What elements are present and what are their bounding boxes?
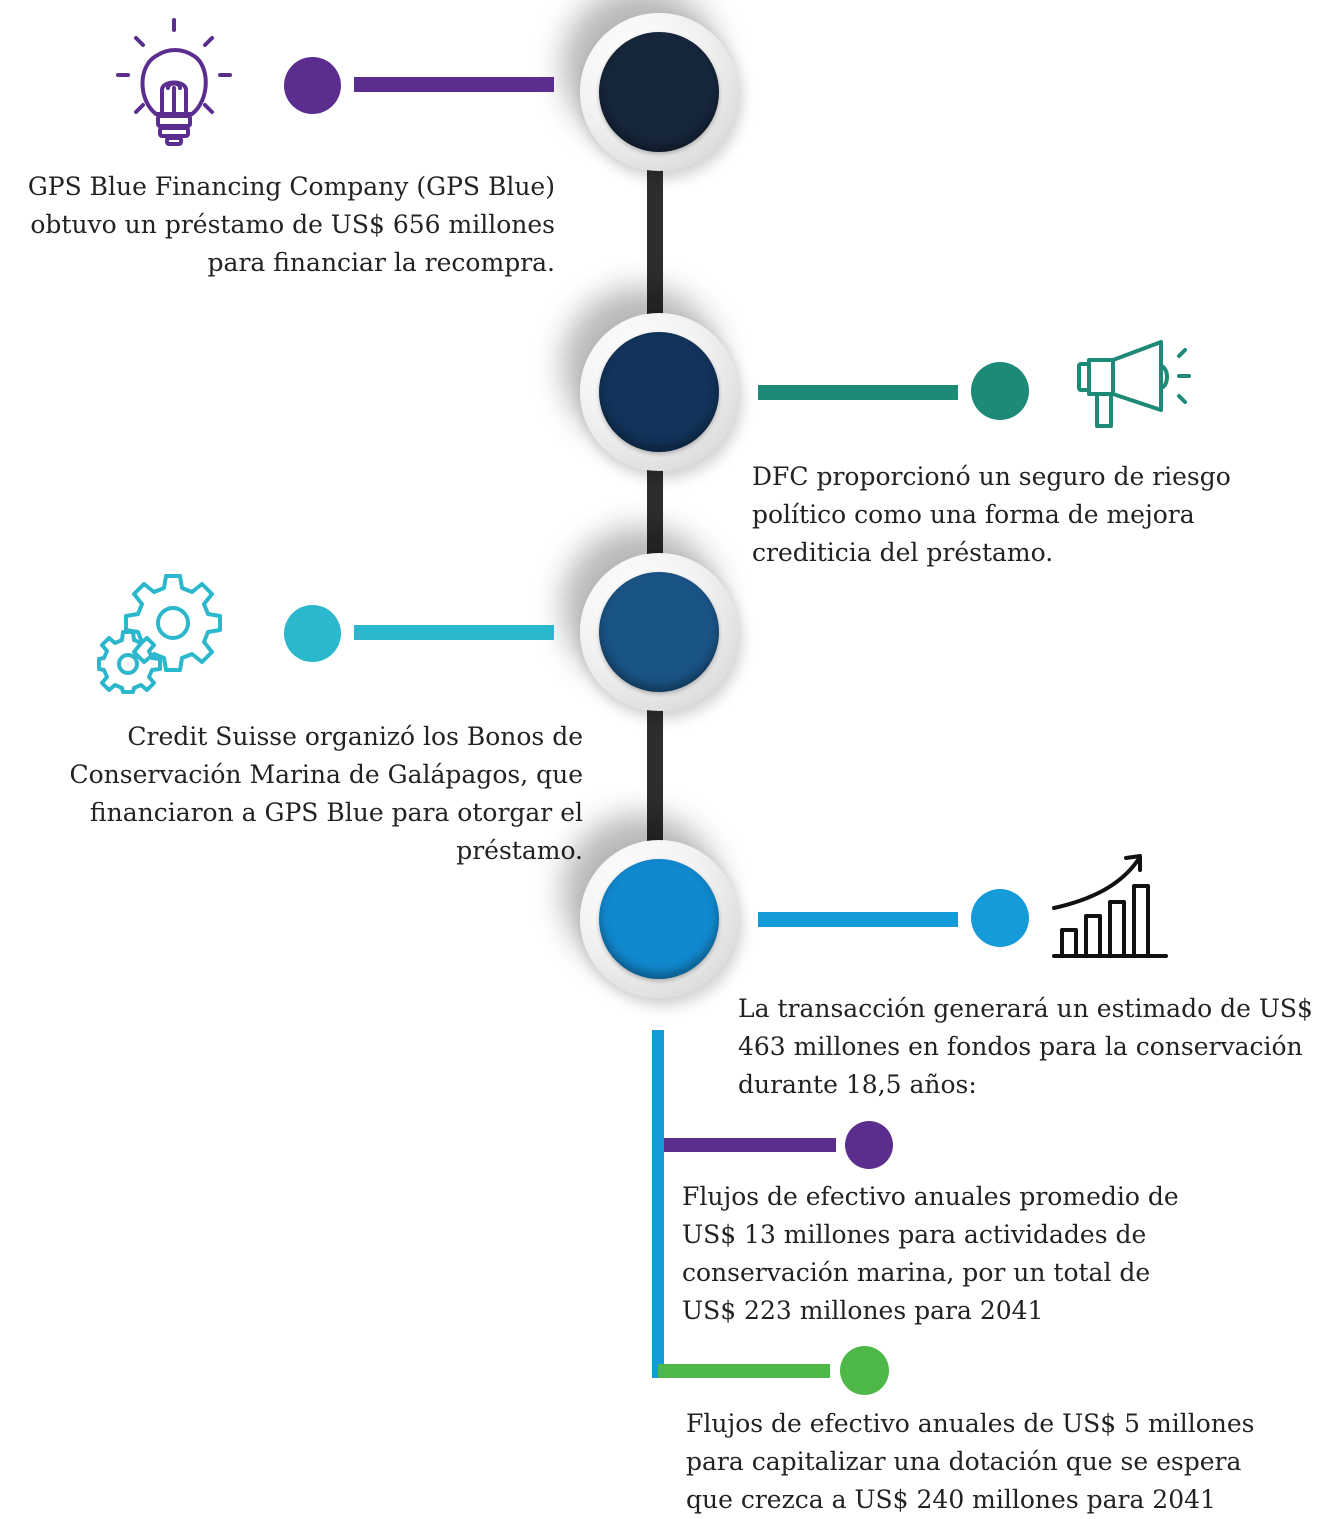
connector-bar-4 bbox=[758, 912, 958, 927]
step-1-text: GPS Blue Financing Company (GPS Blue) ob… bbox=[27, 172, 555, 277]
timeline-node-4-center bbox=[599, 859, 719, 979]
timeline-node-2 bbox=[580, 313, 738, 471]
step-2-text: DFC proporcionó un seguro de riesgo polí… bbox=[752, 462, 1231, 567]
connector-dot-3 bbox=[284, 605, 341, 662]
megaphone-icon bbox=[1077, 340, 1191, 428]
connector-bar-3 bbox=[354, 625, 554, 640]
lightbulb-icon bbox=[116, 18, 232, 146]
timeline-node-3 bbox=[580, 553, 738, 711]
step-3-text: Credit Suisse organizó los Bonos de Cons… bbox=[69, 722, 584, 865]
connector-dot-4 bbox=[971, 889, 1029, 947]
sub-connector-dot-2 bbox=[840, 1346, 889, 1395]
timeline-node-4 bbox=[580, 840, 738, 998]
growth-chart-icon bbox=[1052, 854, 1168, 958]
sub-connector-dot-1 bbox=[845, 1121, 893, 1169]
connector-dot-1 bbox=[284, 57, 341, 114]
sub-timeline-spine bbox=[652, 1030, 664, 1378]
timeline-node-3-center bbox=[599, 572, 719, 692]
step-4-text: La transacción generará un estimado de U… bbox=[738, 994, 1313, 1099]
sub-item-2-text: Flujos de efectivo anuales de US$ 5 mill… bbox=[686, 1409, 1255, 1514]
connector-bar-1 bbox=[354, 77, 554, 92]
sub-item-1-text: Flujos de efectivo anuales promedio de U… bbox=[682, 1182, 1179, 1325]
gears-icon bbox=[97, 574, 222, 694]
timeline-node-1-center bbox=[599, 32, 719, 152]
connector-bar-2 bbox=[758, 385, 958, 400]
connector-dot-2 bbox=[971, 362, 1029, 420]
timeline-node-1 bbox=[580, 13, 738, 171]
sub-connector-bar-2 bbox=[658, 1364, 830, 1378]
timeline-node-2-center bbox=[599, 332, 719, 452]
sub-connector-bar-1 bbox=[664, 1138, 836, 1152]
timeline-spine bbox=[647, 150, 663, 850]
